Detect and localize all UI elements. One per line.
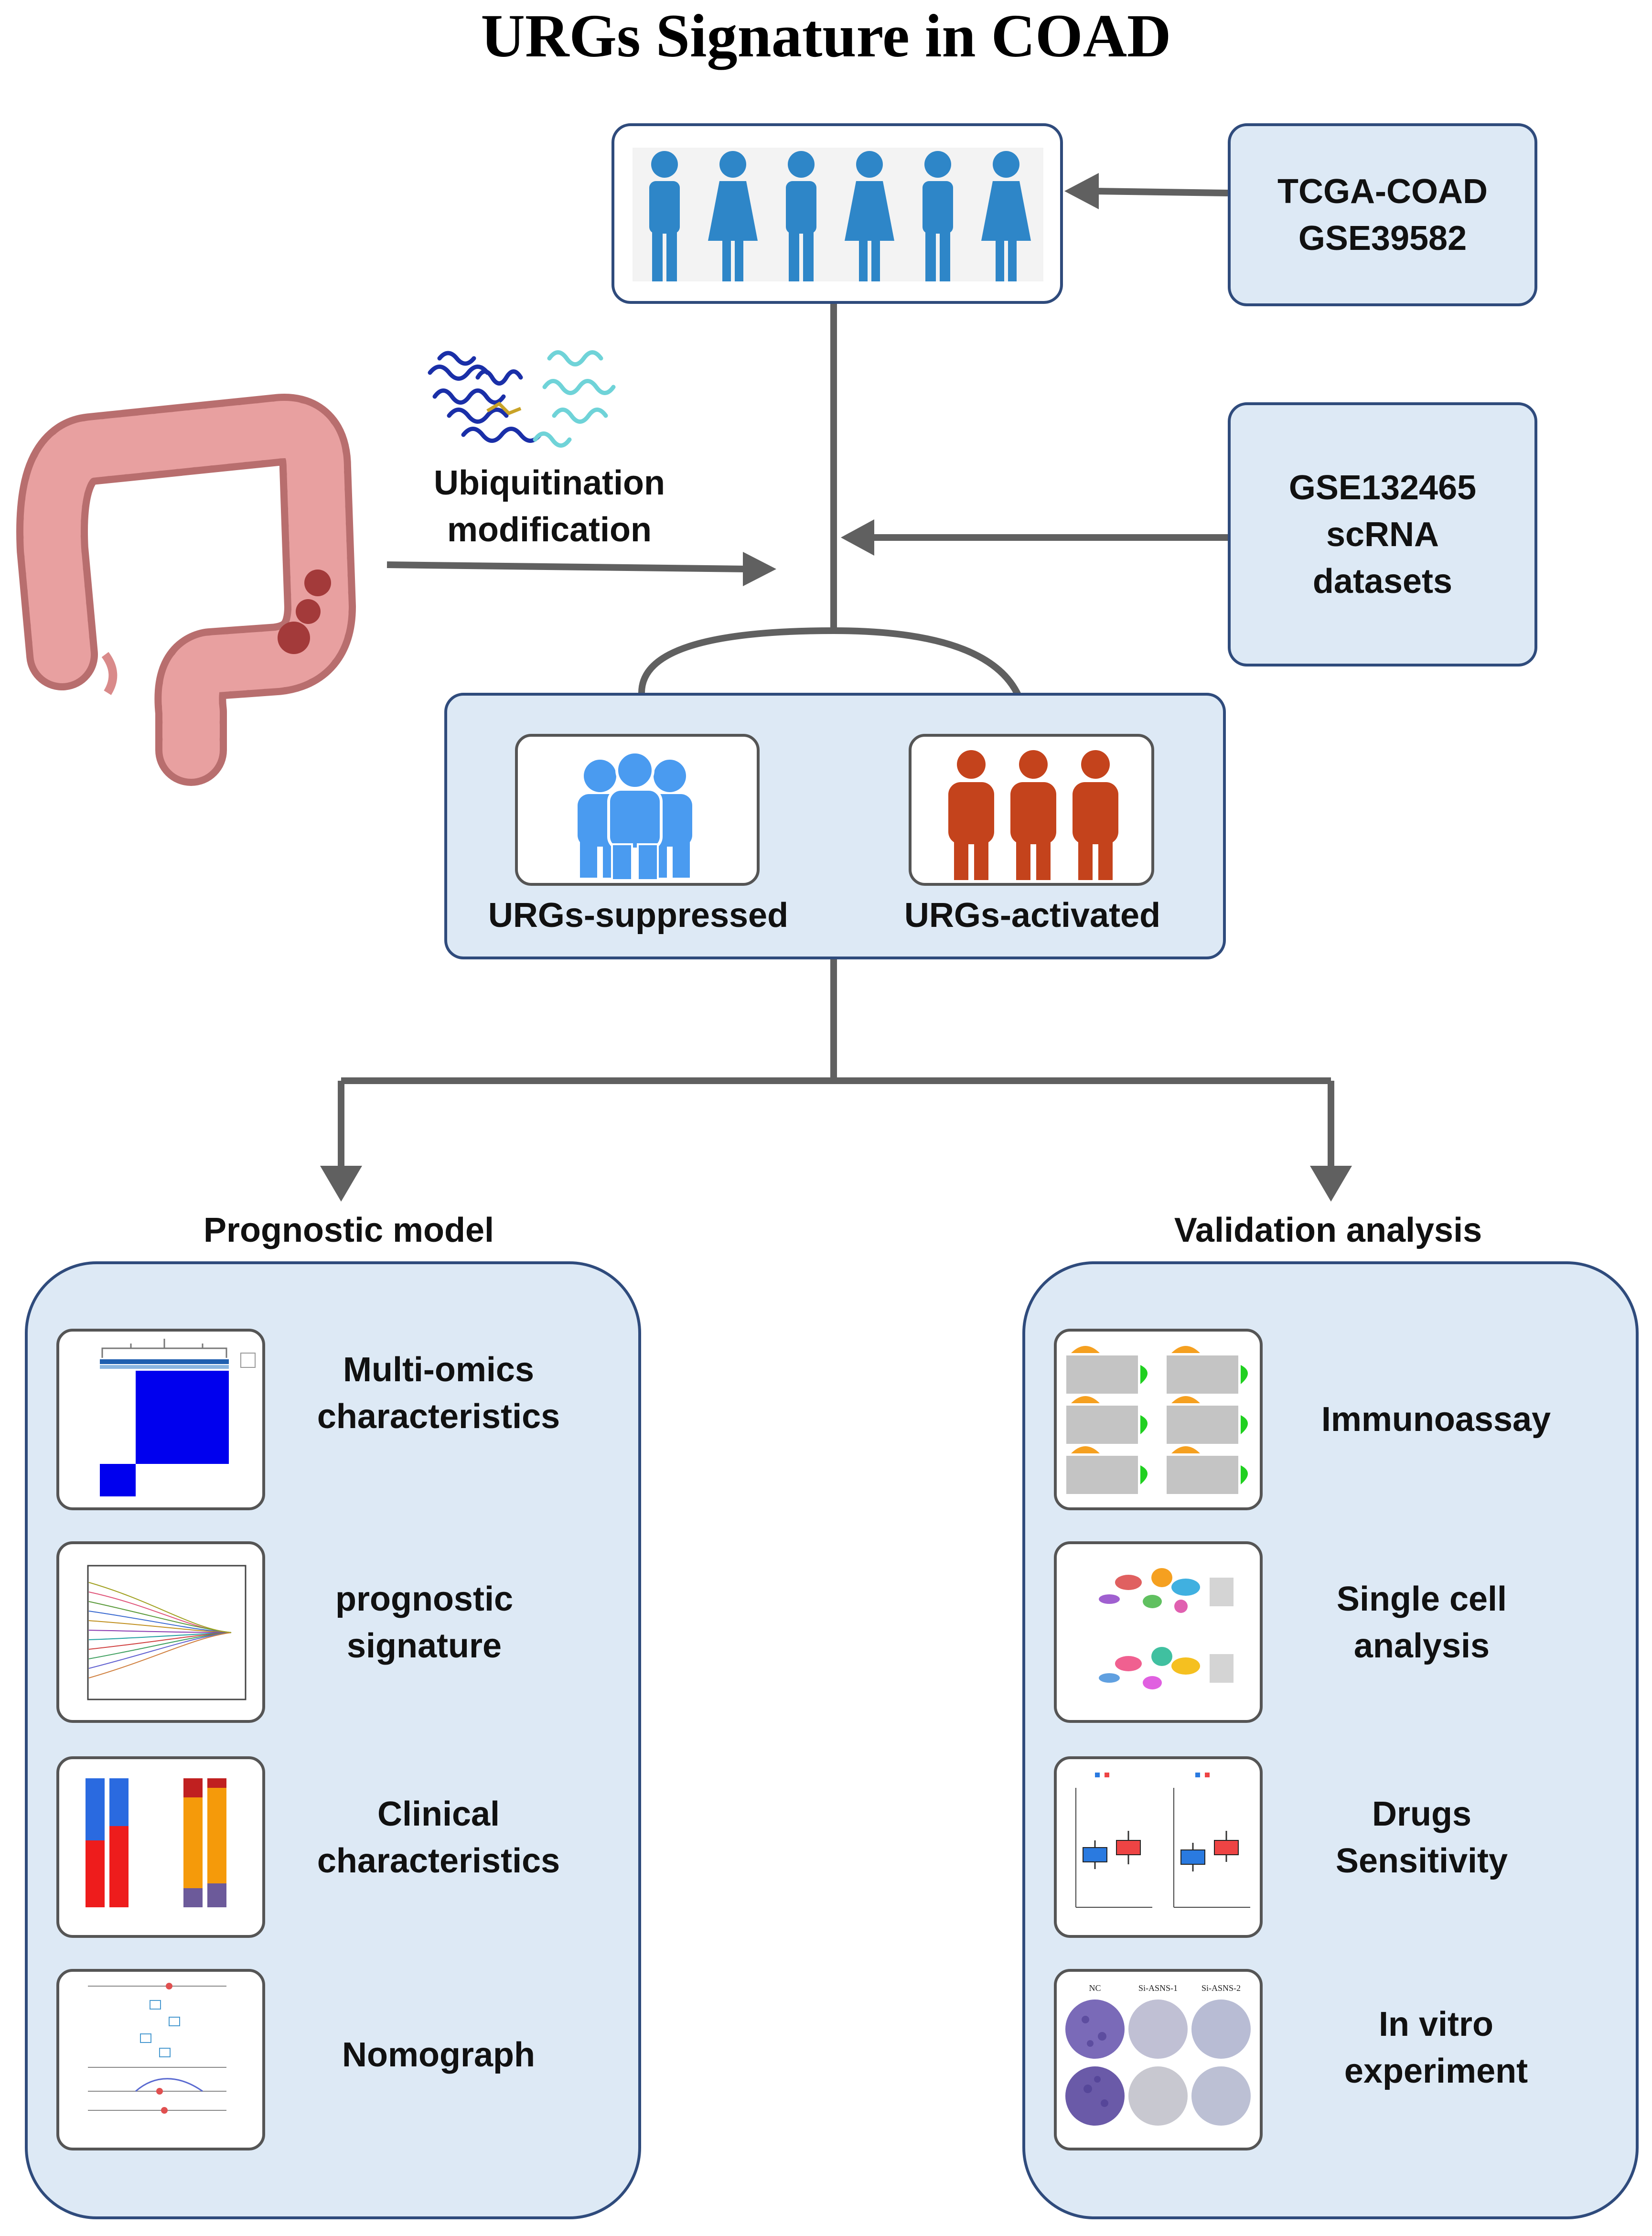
ubiquitination-line1: Ubiquitination — [434, 464, 665, 502]
boxplot-thumbnail — [1075, 1773, 1250, 1908]
nomograph-thumbnail — [56, 1969, 265, 2150]
sources-line1: TCGA-COAD — [1277, 172, 1488, 211]
single-cell-label: Single cell analysis — [1269, 1570, 1575, 1675]
in-vitro-label: In vitro experiment — [1283, 1995, 1589, 2100]
suppressed-group-box — [515, 734, 760, 886]
activated-label: URGs-activated — [904, 896, 1161, 935]
sources-box: TCGA-COAD GSE39582 — [1228, 123, 1537, 306]
colony-label-si1: Si-ASNS-1 — [1138, 1983, 1178, 1993]
scrna-line1: GSE132465 — [1288, 468, 1477, 507]
arrowhead-scrna — [841, 519, 874, 556]
protein-structure-icon — [428, 350, 616, 448]
prognostic-signature-label: prognostic signature — [271, 1570, 577, 1675]
in-vitro-line2: experiment — [1344, 2052, 1528, 2090]
suppressed-label: URGs-suppressed — [488, 896, 789, 935]
in-vitro-line1: In vitro — [1378, 2005, 1493, 2043]
clinical-line1: Clinical — [377, 1795, 500, 1833]
arrow-sources-line — [1094, 188, 1228, 196]
validation-heading: Validation analysis — [1174, 1211, 1482, 1249]
prognostic-heading: Prognostic model — [203, 1211, 494, 1249]
stacked-bar-thumbnail — [86, 1778, 226, 1907]
tumor-spot — [278, 622, 310, 654]
nomograph-label: Nomograph — [342, 2036, 535, 2074]
tumor-spot — [304, 570, 331, 596]
arrowhead-ubiquitination — [743, 552, 776, 586]
drugs-label: Drugs Sensitivity — [1269, 1785, 1575, 1890]
immunoassay-thumbnail — [1054, 1329, 1263, 1510]
colony-label-si2: Si-ASNS-2 — [1201, 1983, 1241, 1993]
clinical-thumbnail — [56, 1756, 265, 1938]
scatter-grid-thumbnail — [1066, 1346, 1248, 1494]
groups-panel: URGs-suppressed URGs-activated — [444, 693, 1226, 959]
population-people — [633, 148, 1043, 281]
immunoassay-label: Immunoassay — [1321, 1400, 1551, 1439]
female-person-icon — [708, 151, 758, 281]
arrowhead-prognostic — [320, 1166, 362, 1202]
single-cell-line1: Single cell — [1336, 1580, 1507, 1618]
multi-omics-line1: Multi-omics — [343, 1351, 534, 1389]
scrna-line3: datasets — [1312, 562, 1453, 601]
arrowhead-validation — [1310, 1166, 1352, 1202]
single-cell-thumbnail — [1054, 1541, 1263, 1723]
multi-omics-label: Multi-omics characteristics — [286, 1341, 591, 1446]
in-vitro-thumbnail: NC Si-ASNS-1 Si-ASNS-2 — [1054, 1969, 1263, 2150]
multi-omics-thumbnail — [56, 1329, 265, 1510]
arrow-ubiquitination-line — [386, 561, 748, 572]
arrowhead-sources — [1064, 173, 1099, 209]
connector-arc — [638, 627, 1029, 731]
activated-group-box — [909, 734, 1154, 886]
male-person-icon — [649, 151, 680, 281]
colony-label-nc: NC — [1089, 1983, 1101, 1993]
activated-people-icon — [948, 750, 1118, 880]
drugs-line1: Drugs — [1372, 1795, 1472, 1833]
multi-omics-line2: characteristics — [317, 1398, 560, 1436]
prognostic-panel: Multi-omics characteristics — [25, 1261, 641, 2219]
population-box — [611, 123, 1063, 304]
male-person-icon — [786, 151, 816, 281]
nomogram-thumbnail — [88, 1983, 226, 2114]
suppressed-people-icon — [578, 751, 692, 881]
validation-panel: Immunoassay — [1022, 1261, 1639, 2219]
female-person-icon — [845, 151, 894, 281]
sources-line2: GSE39582 — [1298, 219, 1467, 258]
ubiquitination-line2: modification — [447, 511, 652, 549]
clinical-line2: characteristics — [317, 1842, 560, 1880]
colony-assay-thumbnail: NC Si-ASNS-1 Si-ASNS-2 — [1065, 1983, 1251, 2126]
umap-thumbnail — [1099, 1568, 1234, 1689]
prognostic-signature-line2: signature — [346, 1627, 502, 1665]
single-cell-line2: analysis — [1353, 1627, 1490, 1665]
lasso-path-thumbnail — [87, 1565, 247, 1700]
scrna-box: GSE132465 scRNA datasets — [1228, 402, 1537, 666]
sources-label: TCGA-COAD GSE39582 — [1231, 126, 1534, 303]
diagram-title: URGs Signature in COAD — [481, 2, 1171, 70]
scrna-line2: scRNA — [1326, 515, 1439, 554]
heatmap-thumbnail — [100, 1339, 256, 1496]
prognostic-signature-line1: prognostic — [335, 1580, 513, 1618]
prognostic-signature-thumbnail — [56, 1541, 265, 1723]
colon-illustration — [16, 394, 356, 786]
male-person-icon — [923, 151, 953, 281]
scrna-label: GSE132465 scRNA datasets — [1231, 405, 1534, 664]
clinical-label: Clinical characteristics — [286, 1785, 591, 1890]
drugs-line2: Sensitivity — [1335, 1842, 1508, 1880]
ubiquitination-label: Ubiquitination modification — [397, 459, 702, 554]
drugs-thumbnail — [1054, 1756, 1263, 1938]
tumor-spot — [296, 599, 321, 624]
female-person-icon — [981, 151, 1031, 281]
